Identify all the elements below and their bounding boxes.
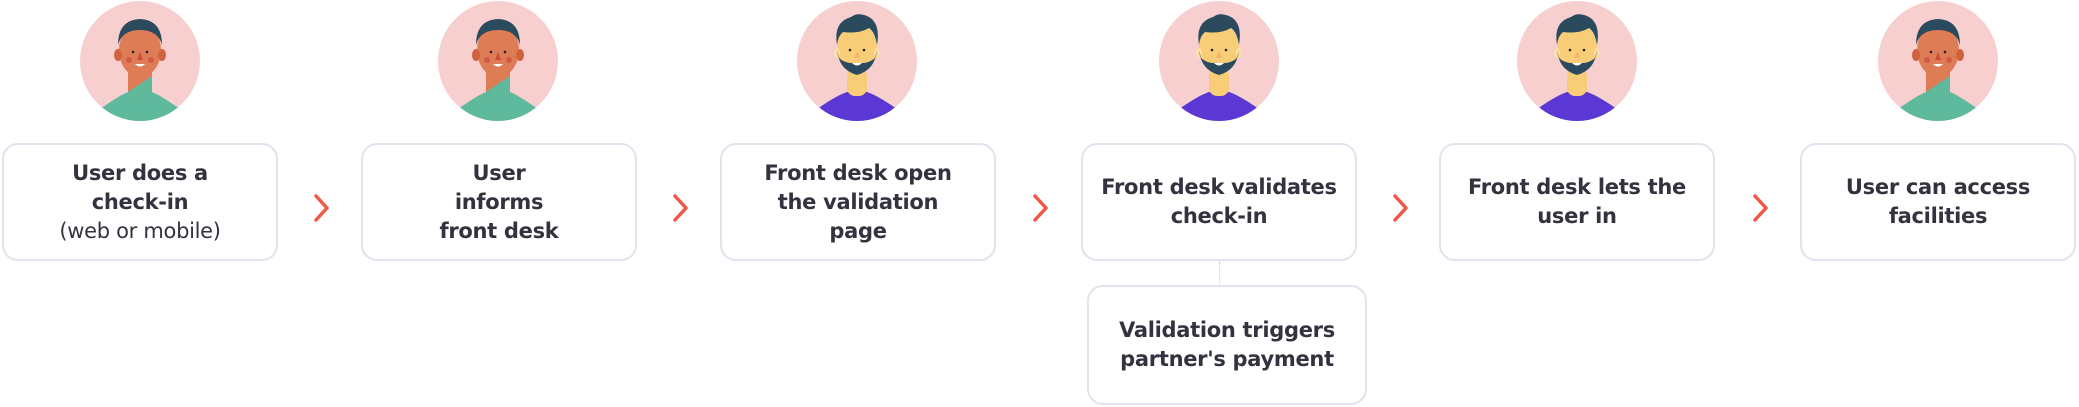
step-text: facilities — [1888, 204, 1988, 228]
step-text: front desk — [439, 218, 559, 243]
step-text: User can access — [1845, 175, 2031, 199]
step-6-box: User can access facilities — [1800, 143, 2076, 261]
step-text: User — [472, 160, 526, 185]
step-5-box: Front desk lets the user in — [1439, 143, 1715, 261]
chevron-right-icon — [673, 194, 688, 222]
front-desk-avatar-icon — [795, 0, 919, 122]
step-text: User does a — [72, 160, 208, 185]
step-1-box: User does a check-in (web or mobile) — [2, 143, 278, 261]
step-text: Front desk open — [764, 160, 952, 185]
step-text: check-in — [91, 189, 189, 214]
chevron-right-icon — [314, 194, 329, 222]
branch-connector-line — [1219, 262, 1220, 286]
step-subtext: (web or mobile) — [59, 218, 221, 243]
chevron-right-icon — [1393, 194, 1408, 222]
step-text: page — [829, 218, 887, 243]
chevron-right-icon — [1753, 194, 1768, 222]
step-3-box: Front desk open the validation page — [720, 143, 996, 261]
step-text: check-in — [1170, 204, 1268, 228]
user-avatar-icon — [78, 0, 202, 122]
chevron-right-icon — [1033, 194, 1048, 222]
step-4-box: Front desk validates check-in — [1081, 143, 1357, 261]
front-desk-avatar-icon — [1157, 0, 1281, 122]
step-2-box: User informs front desk — [361, 143, 637, 261]
branch-box: Validation triggers partner's payment — [1087, 285, 1367, 405]
user-avatar-icon — [436, 0, 560, 122]
step-text: Front desk validates — [1101, 175, 1337, 199]
branch-text: partner's payment — [1120, 347, 1334, 371]
step-text: the validation — [777, 189, 939, 214]
step-text: informs — [454, 189, 544, 214]
step-text: user in — [1537, 204, 1617, 228]
branch-text: Validation triggers — [1119, 318, 1335, 342]
user-avatar-icon — [1876, 0, 2000, 122]
front-desk-avatar-icon — [1515, 0, 1639, 122]
step-text: Front desk lets the — [1468, 175, 1686, 199]
